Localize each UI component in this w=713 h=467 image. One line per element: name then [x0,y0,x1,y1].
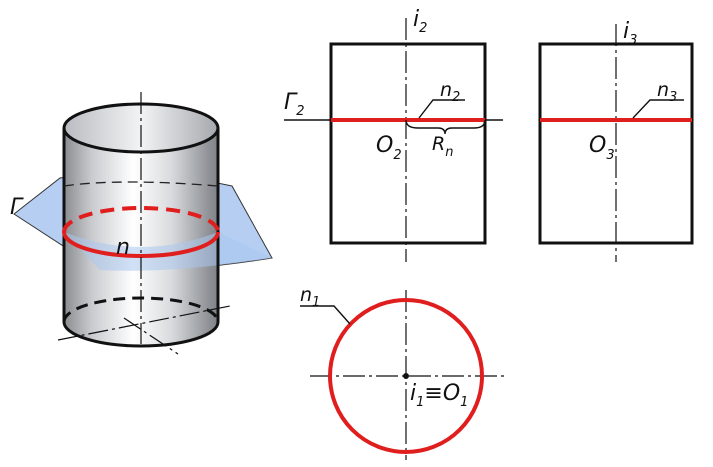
label-i1-o1: i1≡O1 [410,381,468,410]
point-o1 [403,373,409,379]
section-back-dashed [62,206,220,233]
label-i3: i3 [623,19,637,48]
label-n2: n2 [440,79,460,105]
label-n1: n1 [300,284,320,310]
label-n: n [116,235,130,260]
plane-front-overlay [64,232,272,271]
section-n1-circle [328,298,484,454]
top-view: n1 i1≡O1 [300,284,504,460]
side-view: i3 n3 O3 [538,19,694,262]
label-o3: O3 [589,133,615,163]
label-i2: i2 [413,7,427,36]
front-view: i2 Г2 n2 O2 Rn [284,7,503,262]
section-front [62,231,220,258]
label-gamma2: Г2 [284,90,305,119]
label-rn: Rn [432,133,453,160]
cylinder-3d: Г n [10,92,273,355]
label-gamma: Г [10,195,24,220]
label-n3: n3 [657,79,677,105]
label-o2: O2 [376,133,402,163]
front-view-rect [329,42,487,245]
brace-rn [405,119,486,135]
